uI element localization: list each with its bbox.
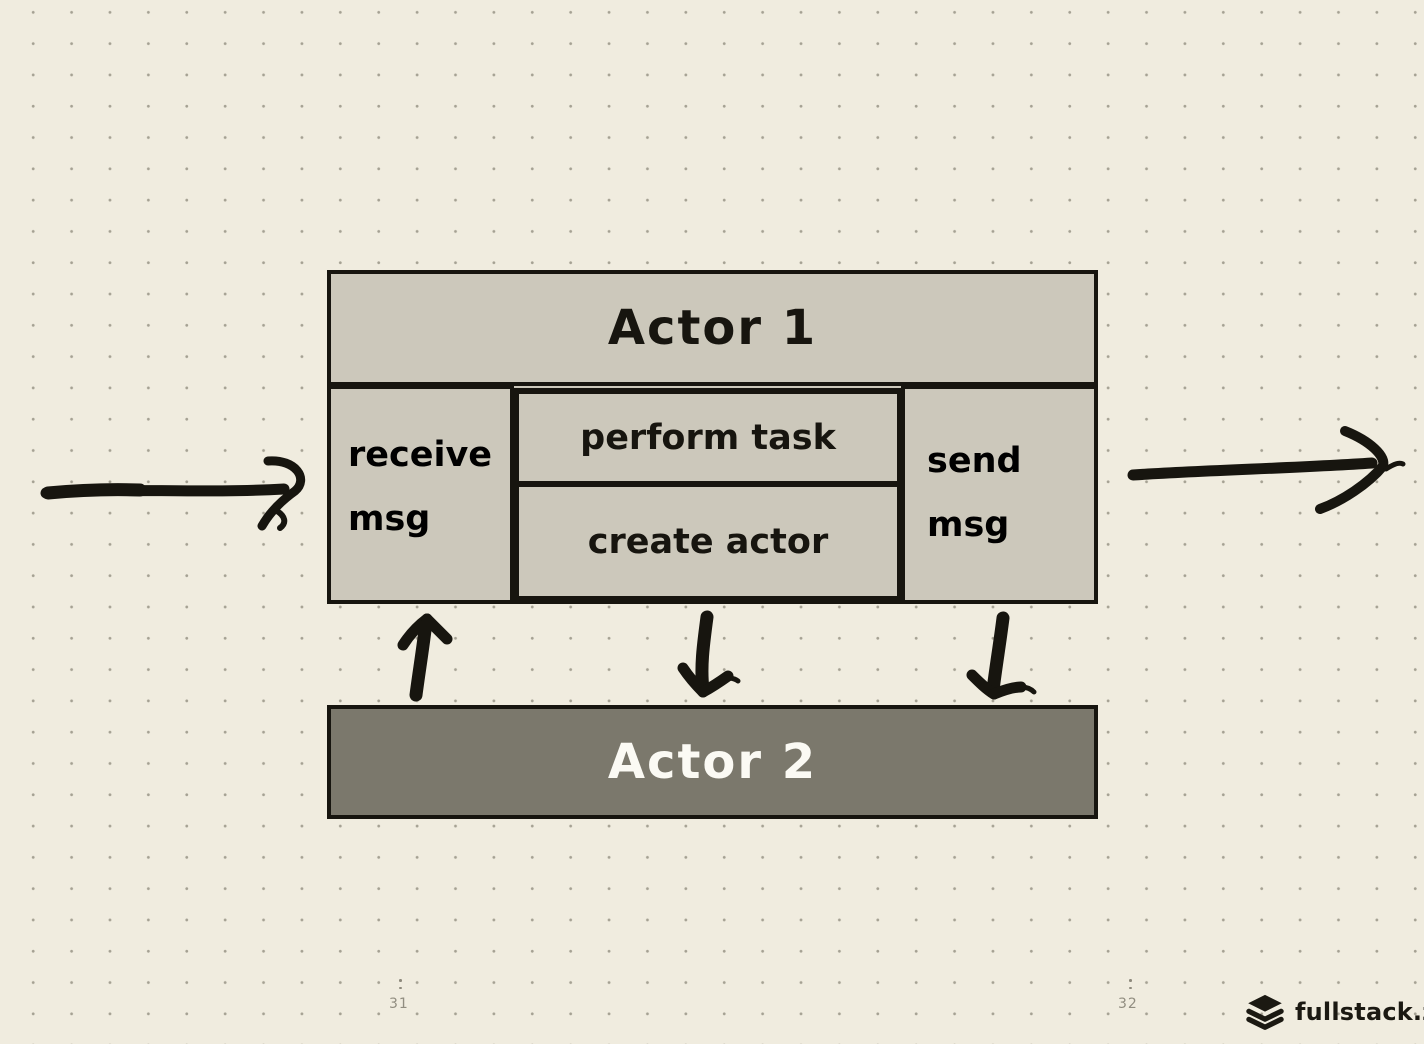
page-marker-dots [399,979,402,991]
brand-logo: fullstack.zip [1244,991,1424,1033]
task-box: perform task create actor [513,388,903,602]
actor2-box: Actor 2 [327,705,1098,819]
page-marker-dots [1129,979,1132,991]
page-number-right: 32 [1118,996,1138,1012]
create-actor-cell: create actor [587,521,829,562]
send-to-actor2-arrow-icon [966,611,1037,700]
send-msg-cell: send msg [901,385,1098,604]
page-number-left: 31 [389,996,409,1012]
actor1-title: Actor 1 [331,274,1094,386]
receive-from-actor2-arrow-icon [397,613,453,702]
actor2-title: Actor 2 [607,734,818,790]
inbound-message-arrow-icon [40,456,305,531]
perform-task-cell: perform task [519,394,897,487]
brand-name: fullstack.zip [1295,998,1424,1026]
receive-msg-cell: receive msg [327,385,514,604]
outbound-message-arrow-icon [1127,426,1406,514]
create-actor2-arrow-icon [677,610,741,698]
layers-stack-icon [1246,994,1284,1030]
